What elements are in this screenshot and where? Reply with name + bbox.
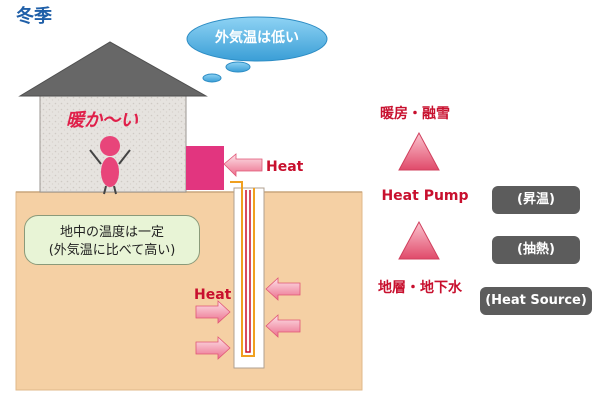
cloud-text: 外気温は低い	[215, 30, 299, 46]
heat-label-underground: Heat	[194, 287, 232, 303]
heat-arrow-left-2	[195, 336, 231, 360]
ground-note-line-2: (外気温に比べて高い)	[48, 242, 176, 258]
ground-note-line-1: 地中の温度は一定	[59, 225, 164, 240]
ground-temperature-note: 地中の温度は一定 (外気温に比べて高い)	[24, 215, 200, 265]
heat-arrow-right-2	[265, 314, 301, 338]
stage-pill-upper: (昇温)	[492, 186, 580, 214]
person-figure	[89, 136, 131, 195]
heat-arrow-right-1	[265, 277, 301, 301]
flow-label-ground: 地層・地下水	[378, 280, 462, 296]
flow-label-heat-pump: Heat Pump	[381, 188, 469, 204]
ground-loop-pipe-return	[245, 190, 251, 353]
flow-label-heating: 暖房・融雪	[380, 106, 450, 122]
heat-arrow-left-1	[195, 300, 231, 324]
borehole	[233, 187, 265, 369]
flow-triangle-upper	[398, 131, 440, 171]
flow-triangle-lower	[398, 220, 440, 260]
stage-pill-lower: (抽熱)	[492, 236, 580, 264]
cloud-bubble-small-1	[225, 61, 251, 73]
heat-label-top: Heat	[266, 159, 304, 175]
stage-pill-source: (Heat Source)	[480, 287, 592, 315]
ground-loop-pipe	[230, 181, 255, 357]
cloud-bubble	[186, 16, 328, 62]
season-title: 冬季	[16, 6, 52, 27]
heat-arrow-to-house	[223, 153, 263, 177]
house-roof	[18, 41, 208, 97]
cloud-bubble-small-2	[202, 73, 222, 83]
heat-pump-unit	[186, 146, 224, 190]
house-warm-text: 暖か～い	[66, 110, 138, 131]
